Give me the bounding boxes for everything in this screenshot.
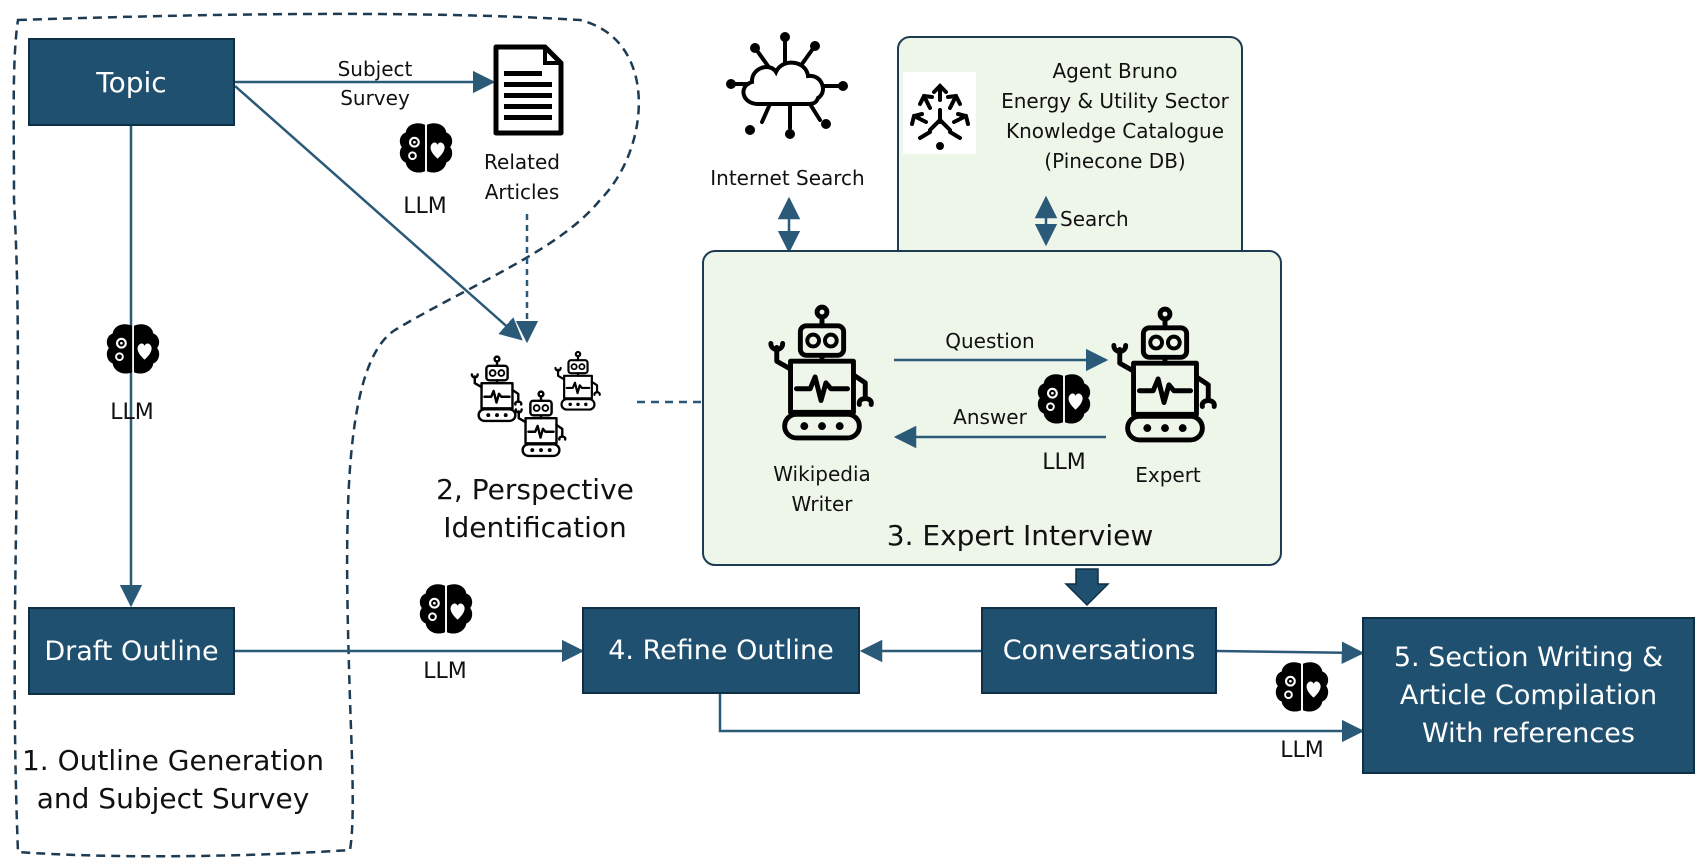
knowledge-catalogue-label: Agent Bruno Energy & Utility Sector Know… bbox=[1001, 59, 1229, 173]
llm-label: LLM bbox=[1042, 450, 1086, 475]
section-writing-line: With references bbox=[1422, 717, 1635, 749]
question-label: Question bbox=[945, 329, 1035, 353]
subject-survey-label: Subject Survey bbox=[337, 57, 413, 110]
arrow-refine-to-section bbox=[718, 694, 1365, 743]
llm-label: LLM bbox=[1280, 738, 1324, 763]
llm-label: LLM bbox=[110, 400, 154, 425]
arrow-conversations-to-section bbox=[1216, 641, 1365, 664]
topic-label: Topic bbox=[96, 65, 167, 99]
cloud-network-nodes bbox=[726, 32, 848, 139]
brain-icon bbox=[105, 323, 161, 375]
expert-label: Expert bbox=[1135, 463, 1201, 487]
section-writing-box[interactable]: 5. Section Writing & Article Compilation… bbox=[1362, 617, 1695, 774]
search-label: Search bbox=[1060, 207, 1129, 231]
document-icon bbox=[493, 44, 564, 136]
brain-icon bbox=[398, 122, 454, 174]
answer-label: Answer bbox=[953, 405, 1027, 429]
cloud-network-icon bbox=[734, 40, 840, 130]
conversations-box[interactable]: Conversations bbox=[981, 607, 1217, 694]
outline-generation-title: 1. Outline Generation and Subject Survey bbox=[21, 744, 324, 815]
expert-interview-panel bbox=[702, 250, 1282, 566]
refine-outline-label: 4. Refine Outline bbox=[608, 635, 834, 666]
pinecone-logo-icon bbox=[903, 72, 976, 154]
llm-label: LLM bbox=[403, 194, 447, 219]
conversations-label: Conversations bbox=[1002, 635, 1196, 666]
block-arrow-interview-to-conversations bbox=[1064, 568, 1110, 607]
expert-interview-title: 3. Expert Interview bbox=[886, 519, 1154, 552]
section-writing-line: 5. Section Writing & bbox=[1393, 641, 1664, 673]
internet-search-label: Internet Search bbox=[710, 166, 865, 190]
section-writing-line: Article Compilation bbox=[1399, 679, 1658, 711]
stage1-dashed-boundary bbox=[12, 12, 641, 858]
refine-outline-box[interactable]: 4. Refine Outline bbox=[582, 607, 860, 694]
brain-icon bbox=[418, 583, 474, 635]
llm-label: LLM bbox=[423, 659, 467, 684]
topic-box[interactable]: Topic bbox=[28, 38, 235, 126]
arrow-topic-to-perspectives bbox=[234, 85, 523, 341]
draft-outline-label: Draft Outline bbox=[44, 635, 219, 667]
wikipedia-writer-label: Wikipedia Writer bbox=[773, 462, 871, 516]
brain-icon bbox=[1274, 661, 1330, 713]
draft-outline-box[interactable]: Draft Outline bbox=[28, 607, 235, 695]
related-articles-label: Related Articles bbox=[484, 150, 560, 204]
perspective-identification-title: 2, Perspective Identification bbox=[436, 473, 634, 544]
robot-group-icon bbox=[470, 350, 602, 458]
